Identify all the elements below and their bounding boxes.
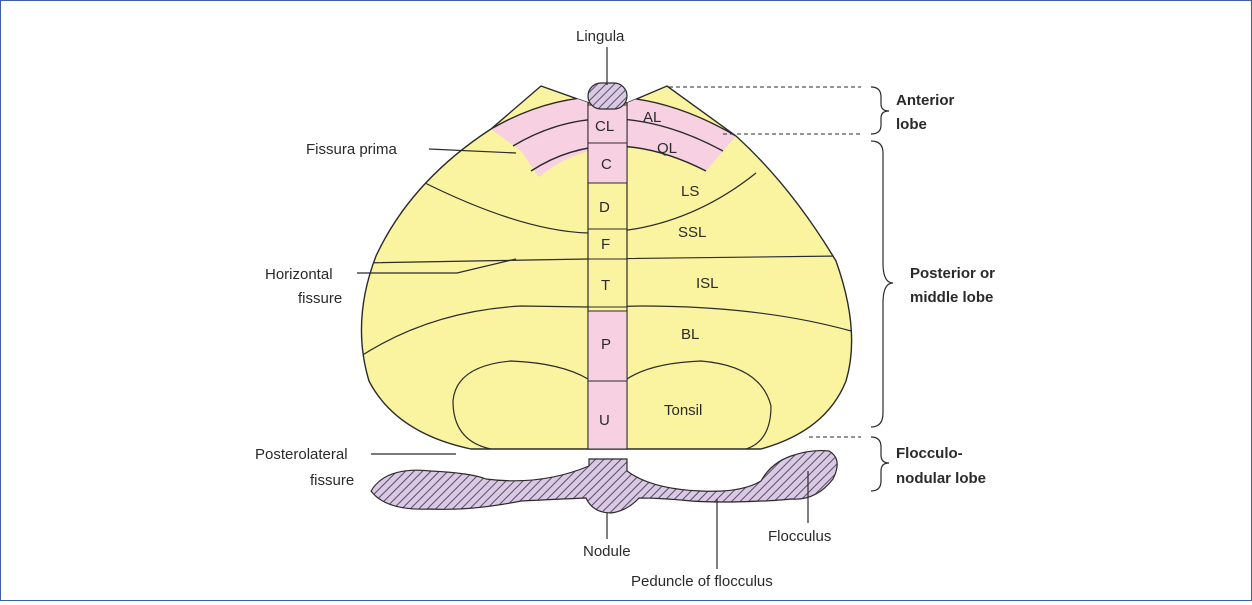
seg-u: U: [599, 412, 610, 429]
seg-tonsil: Tonsil: [664, 402, 702, 419]
seg-bl: BL: [681, 326, 699, 343]
seg-ls: LS: [681, 183, 699, 200]
lobe-flocculonodular-1: Flocculo-: [896, 445, 963, 462]
seg-t: T: [601, 277, 610, 294]
seg-ssl: SSL: [678, 224, 706, 241]
brace-posterior: [871, 141, 893, 427]
seg-ql: QL: [657, 140, 677, 157]
label-horizontal-fissure-1: Horizontal: [265, 266, 333, 283]
lingula-shape: [588, 83, 627, 109]
label-lingula: Lingula: [576, 28, 625, 45]
lobe-anterior-1: Anterior: [896, 92, 955, 109]
lobe-posterior-2: middle lobe: [910, 289, 993, 306]
label-posterolateral-fissure-1: Posterolateral: [255, 446, 348, 463]
brace-anterior: [871, 87, 889, 134]
label-posterolateral-fissure-2: fissure: [310, 472, 354, 489]
seg-d: D: [599, 199, 610, 216]
seg-c: C: [601, 156, 612, 173]
flocculonodular-shape: [371, 451, 837, 513]
seg-cl: CL: [595, 118, 614, 135]
label-peduncle: Peduncle of flocculus: [631, 573, 773, 590]
label-flocculus: Flocculus: [768, 528, 831, 545]
label-fissura-prima: Fissura prima: [306, 141, 398, 158]
seg-isl: ISL: [696, 275, 719, 292]
brace-flocculonodular: [871, 437, 889, 491]
label-horizontal-fissure-2: fissure: [298, 290, 342, 307]
lobe-flocculonodular-2: nodular lobe: [896, 470, 986, 487]
seg-p: P: [601, 336, 611, 353]
lobe-anterior-2: lobe: [896, 116, 927, 133]
lobe-posterior-1: Posterior or: [910, 265, 995, 282]
seg-f: F: [601, 236, 610, 253]
seg-al: AL: [643, 109, 661, 126]
label-nodule: Nodule: [583, 543, 631, 560]
